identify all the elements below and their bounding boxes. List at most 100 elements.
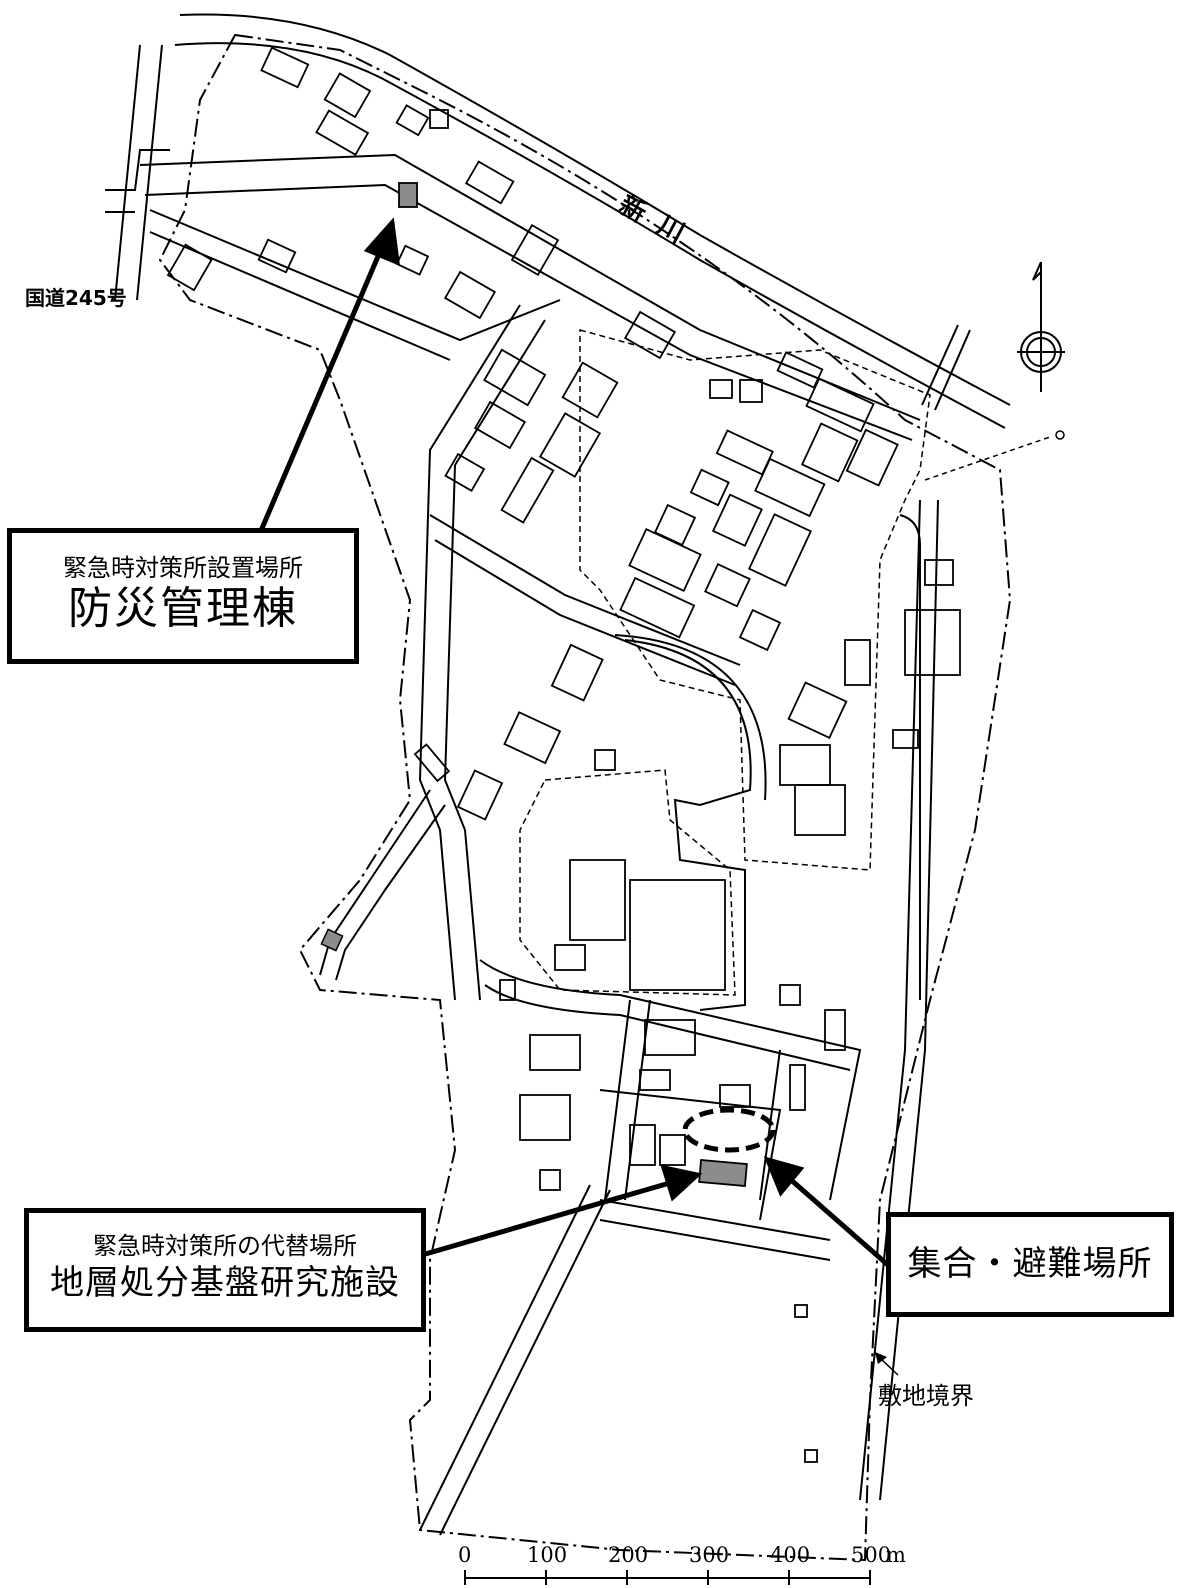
building: [738, 608, 782, 652]
building: [689, 468, 730, 507]
boundary-label: 敷地境界: [878, 1382, 974, 1410]
building: [569, 859, 626, 941]
utility-marker: [1055, 430, 1065, 440]
arrow-assembly: [780, 1170, 890, 1267]
building: [395, 244, 430, 276]
building: [323, 72, 372, 119]
building: [510, 223, 560, 277]
building: [789, 1064, 806, 1111]
river-bank-south: [174, 42, 1006, 429]
scale-tick-100: 100: [527, 1543, 568, 1567]
callout-alt-main: 地層処分基盤研究施設: [50, 1263, 400, 1303]
building: [500, 456, 555, 524]
building: [824, 1009, 846, 1051]
utility-line: [924, 436, 1051, 481]
building: [747, 513, 813, 587]
south-grid: [599, 999, 831, 1261]
building: [704, 563, 751, 608]
hq-building: [398, 182, 418, 208]
central-road-west: [418, 304, 521, 1001]
arrowhead-boundary: [875, 1352, 887, 1364]
building: [619, 576, 696, 639]
ne-road: [921, 324, 971, 411]
building: [443, 270, 497, 320]
building: [711, 493, 763, 547]
building: [904, 609, 961, 676]
building: [483, 348, 547, 407]
callout-hq: 緊急時対策所設置場所 防災管理棟: [7, 528, 359, 664]
callout-alt-sub: 緊急時対策所の代替場所: [93, 1232, 357, 1260]
building: [709, 379, 733, 399]
building: [538, 412, 602, 478]
alt-building: [698, 1159, 748, 1187]
building: [395, 104, 430, 137]
building: [719, 1084, 751, 1108]
building: [739, 379, 763, 403]
arrowhead-assembly: [763, 1156, 805, 1197]
building: [539, 1169, 561, 1191]
west-boulevard: [149, 209, 561, 361]
interior-fence: [579, 329, 931, 871]
building: [644, 1019, 696, 1056]
river-bank-north: [179, 13, 1011, 406]
building: [503, 711, 562, 765]
callout-alt: 緊急時対策所の代替場所 地層処分基盤研究施設: [24, 1208, 426, 1332]
building: [444, 452, 486, 492]
highway-spur: [105, 149, 170, 213]
building: [628, 527, 702, 593]
building: [554, 944, 586, 971]
arrowhead-hq: [363, 217, 401, 266]
loop-road: [614, 634, 767, 1011]
sw-road: [319, 789, 446, 981]
arrow-boundary: [879, 1357, 899, 1376]
building: [473, 400, 527, 450]
callout-hq-main: 防災管理棟: [68, 583, 298, 634]
cross-road-mid: [429, 514, 741, 686]
building: [805, 377, 875, 433]
assembly-ellipse: [682, 1107, 776, 1153]
callout-hq-sub: 緊急時対策所設置場所: [63, 554, 303, 582]
building: [924, 559, 954, 586]
building: [715, 429, 774, 476]
building: [804, 1449, 818, 1463]
arrow-alt: [421, 1177, 681, 1258]
scale-tick-500: 500: [851, 1543, 892, 1567]
building: [519, 1094, 571, 1141]
building: [623, 310, 677, 360]
highway-label: 国道245号: [25, 286, 127, 310]
building: [629, 879, 726, 991]
building: [594, 749, 616, 771]
highway-245: [114, 44, 163, 301]
building: [639, 1069, 671, 1091]
building: [659, 1134, 686, 1166]
building: [257, 238, 297, 274]
east-connector: [899, 514, 921, 1000]
building: [315, 109, 370, 156]
scale-tick-300: 300: [689, 1543, 730, 1567]
site-boundary: [158, 33, 1012, 1562]
building: [653, 503, 697, 547]
building: [561, 361, 619, 419]
building: [779, 744, 831, 786]
building: [629, 1124, 656, 1166]
building: [429, 109, 449, 129]
building: [800, 422, 859, 483]
main-road-upper: [139, 153, 921, 421]
building: [845, 428, 899, 487]
building: [413, 743, 451, 783]
scale-bar: [464, 1570, 871, 1585]
callout-assembly: 集合・避難場所: [886, 1212, 1174, 1317]
building: [787, 681, 848, 740]
building: [166, 243, 213, 292]
callout-assembly-main: 集合・避難場所: [907, 1244, 1153, 1284]
building: [794, 1304, 808, 1318]
central-road-east: [443, 319, 546, 1001]
arrowhead-alt: [660, 1164, 703, 1202]
scale-tick-200: 200: [608, 1543, 649, 1567]
main-road-lower: [144, 183, 913, 441]
lower-ring-road: [479, 959, 862, 1201]
building: [529, 1034, 581, 1071]
north-arrow-icon: [1017, 261, 1065, 392]
building: [844, 639, 871, 686]
